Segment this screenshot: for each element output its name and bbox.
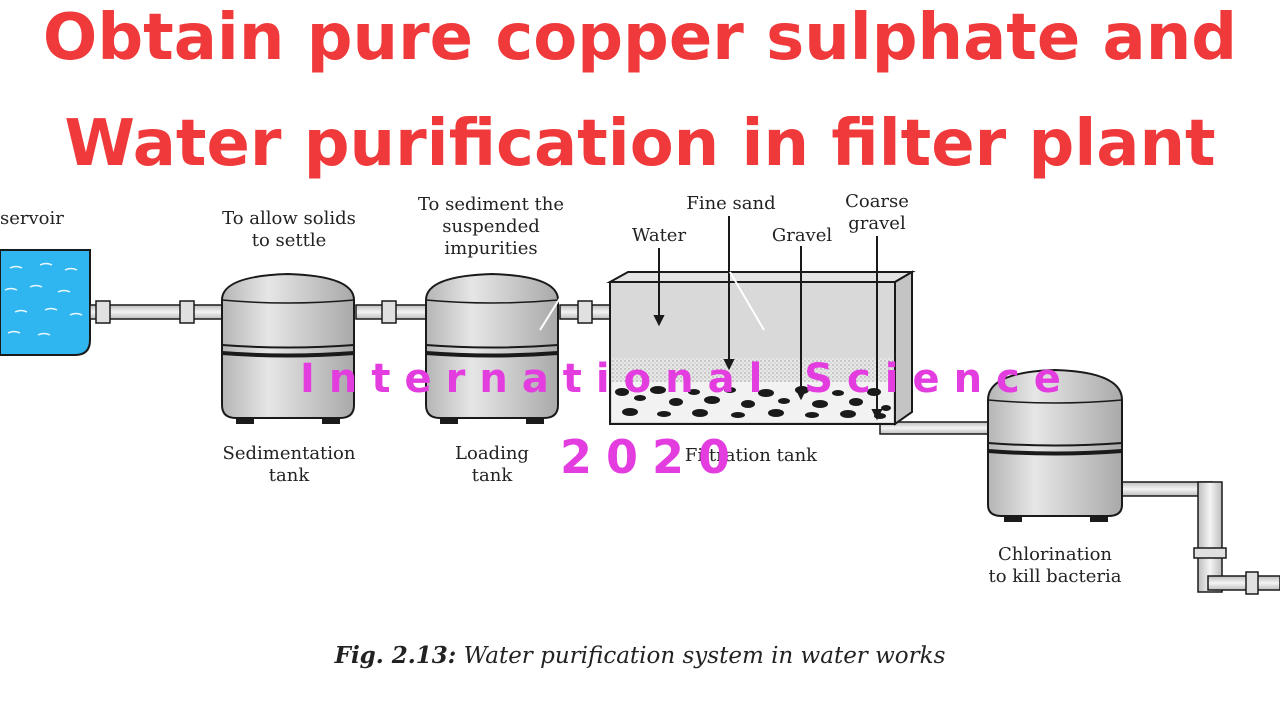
figure-number: Fig. 2.13:: [334, 642, 457, 669]
label-sedimentation-tank-text: Sedimentation tank: [222, 443, 356, 486]
reservoir: [0, 249, 91, 356]
sedimentation-tank: [221, 272, 355, 424]
label-filtration-tank: Filtration tank: [684, 445, 818, 466]
label-allow-solids-text: To allow solids to settle: [222, 208, 356, 251]
chlorination-tank: [987, 368, 1123, 522]
label-sediment-impurities: To sediment the suspended impurities: [396, 194, 586, 260]
figure-caption: Fig. 2.13: Water purification system in …: [0, 642, 1280, 669]
label-reservoir: servoir: [0, 208, 64, 229]
label-coarse-gravel-text: Coarse gravel: [845, 191, 909, 234]
label-sediment-impurities-text: To sediment the suspended impurities: [417, 194, 565, 259]
pipes: [89, 300, 1280, 595]
page-title-line-2: Water purification in filter plant: [64, 107, 1216, 181]
gravel-layer: [615, 386, 891, 419]
label-chlorination-text: Chlorination to kill bacteria: [988, 544, 1122, 587]
page-title-line-1: Obtain pure copper sulphate and: [42, 1, 1238, 75]
figure-caption-text: Water purification system in water works: [456, 643, 946, 669]
label-water: Water: [631, 225, 687, 246]
watermark-line-2: 2020: [560, 430, 745, 484]
label-sedimentation-tank: Sedimentation tank: [200, 443, 378, 487]
label-loading-tank: Loading tank: [432, 443, 552, 487]
label-allow-solids: To allow solids to settle: [204, 208, 374, 252]
filtration-tank: [606, 270, 916, 426]
label-coarse-gravel: Coarse gravel: [832, 191, 922, 235]
label-loading-tank-text: Loading tank: [455, 443, 529, 486]
watermark-line-1: International Science: [300, 356, 1075, 402]
label-chlorination: Chlorination to kill bacteria: [962, 544, 1148, 588]
pointer-lines: [539, 216, 883, 421]
loading-tank: [425, 272, 559, 424]
label-fine-sand: Fine sand: [686, 193, 776, 214]
label-gravel: Gravel: [771, 225, 833, 246]
